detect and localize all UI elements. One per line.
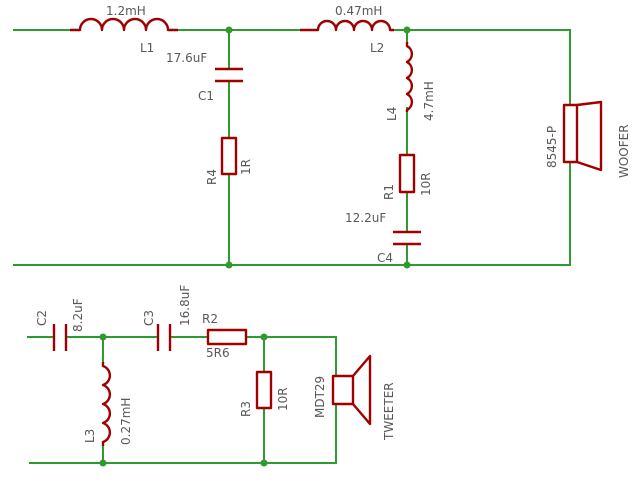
r2-value: 5R6	[206, 346, 230, 360]
capacitor-c2: C2 8.2uF	[35, 298, 85, 351]
resistor-r2: R2 5R6	[202, 312, 248, 360]
l3-label: L3	[83, 429, 97, 443]
capacitor-c1: 17.6uF C1	[166, 51, 243, 103]
r3-value: 10R	[276, 387, 290, 411]
resistor-r4: R4 1R	[205, 136, 253, 185]
woofer-wires	[13, 29, 571, 266]
r3-label: R3	[239, 401, 253, 417]
junction-dot	[225, 26, 233, 34]
junction-dot	[225, 261, 233, 269]
c2-label: C2	[35, 310, 49, 326]
woofer-role: WOOFER	[617, 124, 631, 178]
tweeter-speaker: MDT29 TWEETER	[313, 354, 396, 441]
capacitor-c4: 12.2uF C4	[345, 211, 421, 265]
inductor-l3: L3 0.27mH	[83, 362, 133, 446]
junction-dot	[260, 459, 268, 467]
l1-label: L1	[140, 41, 154, 55]
c2-value: 8.2uF	[71, 298, 85, 332]
c3-label: C3	[142, 310, 156, 326]
r4-value: 1R	[239, 159, 253, 175]
c1-label: C1	[198, 89, 214, 103]
junctions	[99, 26, 411, 467]
junction-dot	[403, 261, 411, 269]
junction-dot	[99, 459, 107, 467]
inductor-l4: L4 4.7mH	[385, 42, 436, 121]
junction-dot	[403, 26, 411, 34]
l3-value: 0.27mH	[119, 398, 133, 445]
c4-label: C4	[377, 251, 393, 265]
resistor-r1: R1 10R	[382, 153, 433, 200]
junction-dot	[99, 333, 107, 341]
junction-dot	[260, 333, 268, 341]
l4-value: 4.7mH	[422, 81, 436, 121]
l1-value: 1.2mH	[106, 4, 146, 18]
l4-label: L4	[385, 107, 399, 121]
inductor-l1: 1.2mH L1	[70, 4, 178, 55]
inductor-l2: 0.47mH L2	[300, 4, 394, 55]
r1-value: 10R	[419, 172, 433, 196]
l2-label: L2	[370, 41, 384, 55]
capacitor-c3: C3 16.8uF	[142, 285, 192, 351]
c1-value: 17.6uF	[166, 51, 207, 65]
r1-label: R1	[382, 184, 396, 200]
c3-value: 16.8uF	[178, 285, 192, 326]
woofer-part: 8545-P	[545, 126, 559, 168]
r2-label: R2	[202, 312, 218, 326]
resistor-r3: R3 10R	[239, 370, 290, 417]
c4-value: 12.2uF	[345, 211, 386, 225]
tweeter-role: TWEETER	[382, 382, 396, 441]
woofer-speaker: 8545-P WOOFER	[545, 100, 631, 178]
r4-label: R4	[205, 169, 219, 185]
tweeter-part: MDT29	[313, 376, 327, 418]
l2-value: 0.47mH	[335, 4, 382, 18]
